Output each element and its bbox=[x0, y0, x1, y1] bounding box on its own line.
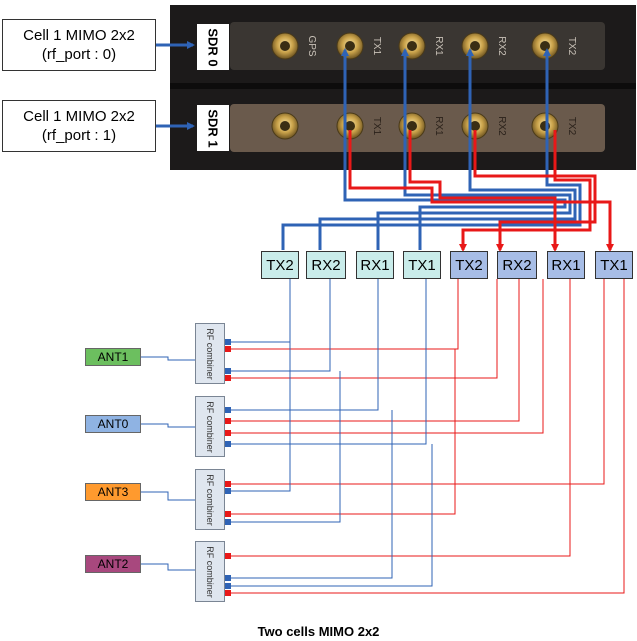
antenna-ant1: ANT1 bbox=[85, 348, 141, 366]
connector-label: TX1 bbox=[371, 117, 382, 136]
port-block: TX2 bbox=[450, 251, 488, 279]
port-block: TX2 bbox=[261, 251, 299, 279]
port-block: RX2 bbox=[306, 251, 346, 279]
sdr-panel bbox=[170, 5, 636, 170]
sdr1-label: SDR 1 bbox=[197, 105, 229, 151]
port-block: RX1 bbox=[356, 251, 394, 279]
sma-connector bbox=[461, 32, 489, 60]
antenna-ant3: ANT3 bbox=[85, 483, 141, 501]
connector-label: RX1 bbox=[433, 116, 444, 136]
sma-connector bbox=[398, 32, 426, 60]
rf-combiner: RF combiner bbox=[195, 469, 225, 530]
sdr0-label: SDR 0 bbox=[197, 24, 229, 70]
rf-combiner: RF combiner bbox=[195, 323, 225, 384]
connector-label: TX2 bbox=[566, 37, 577, 56]
connector-label: TX2 bbox=[566, 117, 577, 136]
sma-connector bbox=[271, 112, 299, 140]
port-block: TX1 bbox=[403, 251, 441, 279]
cell0-rf-port: (rf_port : 0) bbox=[41, 46, 117, 63]
port-block: RX2 bbox=[497, 251, 537, 279]
cell0-box: Cell 1 MIMO 2x2 (rf_port : 0) bbox=[2, 19, 156, 71]
antenna-ant0: ANT0 bbox=[85, 415, 141, 433]
rf-combiner: RF combiner bbox=[195, 396, 225, 457]
cell1-title: Cell 1 MIMO 2x2 bbox=[23, 108, 135, 125]
connector-label: TX1 bbox=[371, 37, 382, 56]
cell1-box: Cell 1 MIMO 2x2 (rf_port : 1) bbox=[2, 100, 156, 152]
antenna-links bbox=[141, 356, 195, 571]
port-block: RX1 bbox=[547, 251, 585, 279]
connector-label: RX2 bbox=[496, 116, 507, 136]
rf-combiner: RF combiner bbox=[195, 541, 225, 602]
sma-connector bbox=[531, 32, 559, 60]
sdr0-wires bbox=[281, 48, 582, 250]
diagram-caption: Two cells MIMO 2x2 bbox=[257, 624, 380, 639]
cell1-rf-port: (rf_port : 1) bbox=[41, 127, 117, 144]
sma-connector bbox=[336, 32, 364, 60]
sma-connector bbox=[398, 112, 426, 140]
sdr1-wires bbox=[348, 130, 614, 252]
combiner-wiring bbox=[228, 279, 625, 594]
antenna-ant2: ANT2 bbox=[85, 555, 141, 573]
connector-label: GPS bbox=[306, 35, 317, 56]
port-block: TX1 bbox=[595, 251, 633, 279]
sma-connector bbox=[271, 32, 299, 60]
connector-label: RX1 bbox=[433, 36, 444, 56]
cell0-title: Cell 1 MIMO 2x2 bbox=[23, 27, 135, 44]
combiner-ports bbox=[225, 339, 231, 596]
connector-label: RX2 bbox=[496, 36, 507, 56]
